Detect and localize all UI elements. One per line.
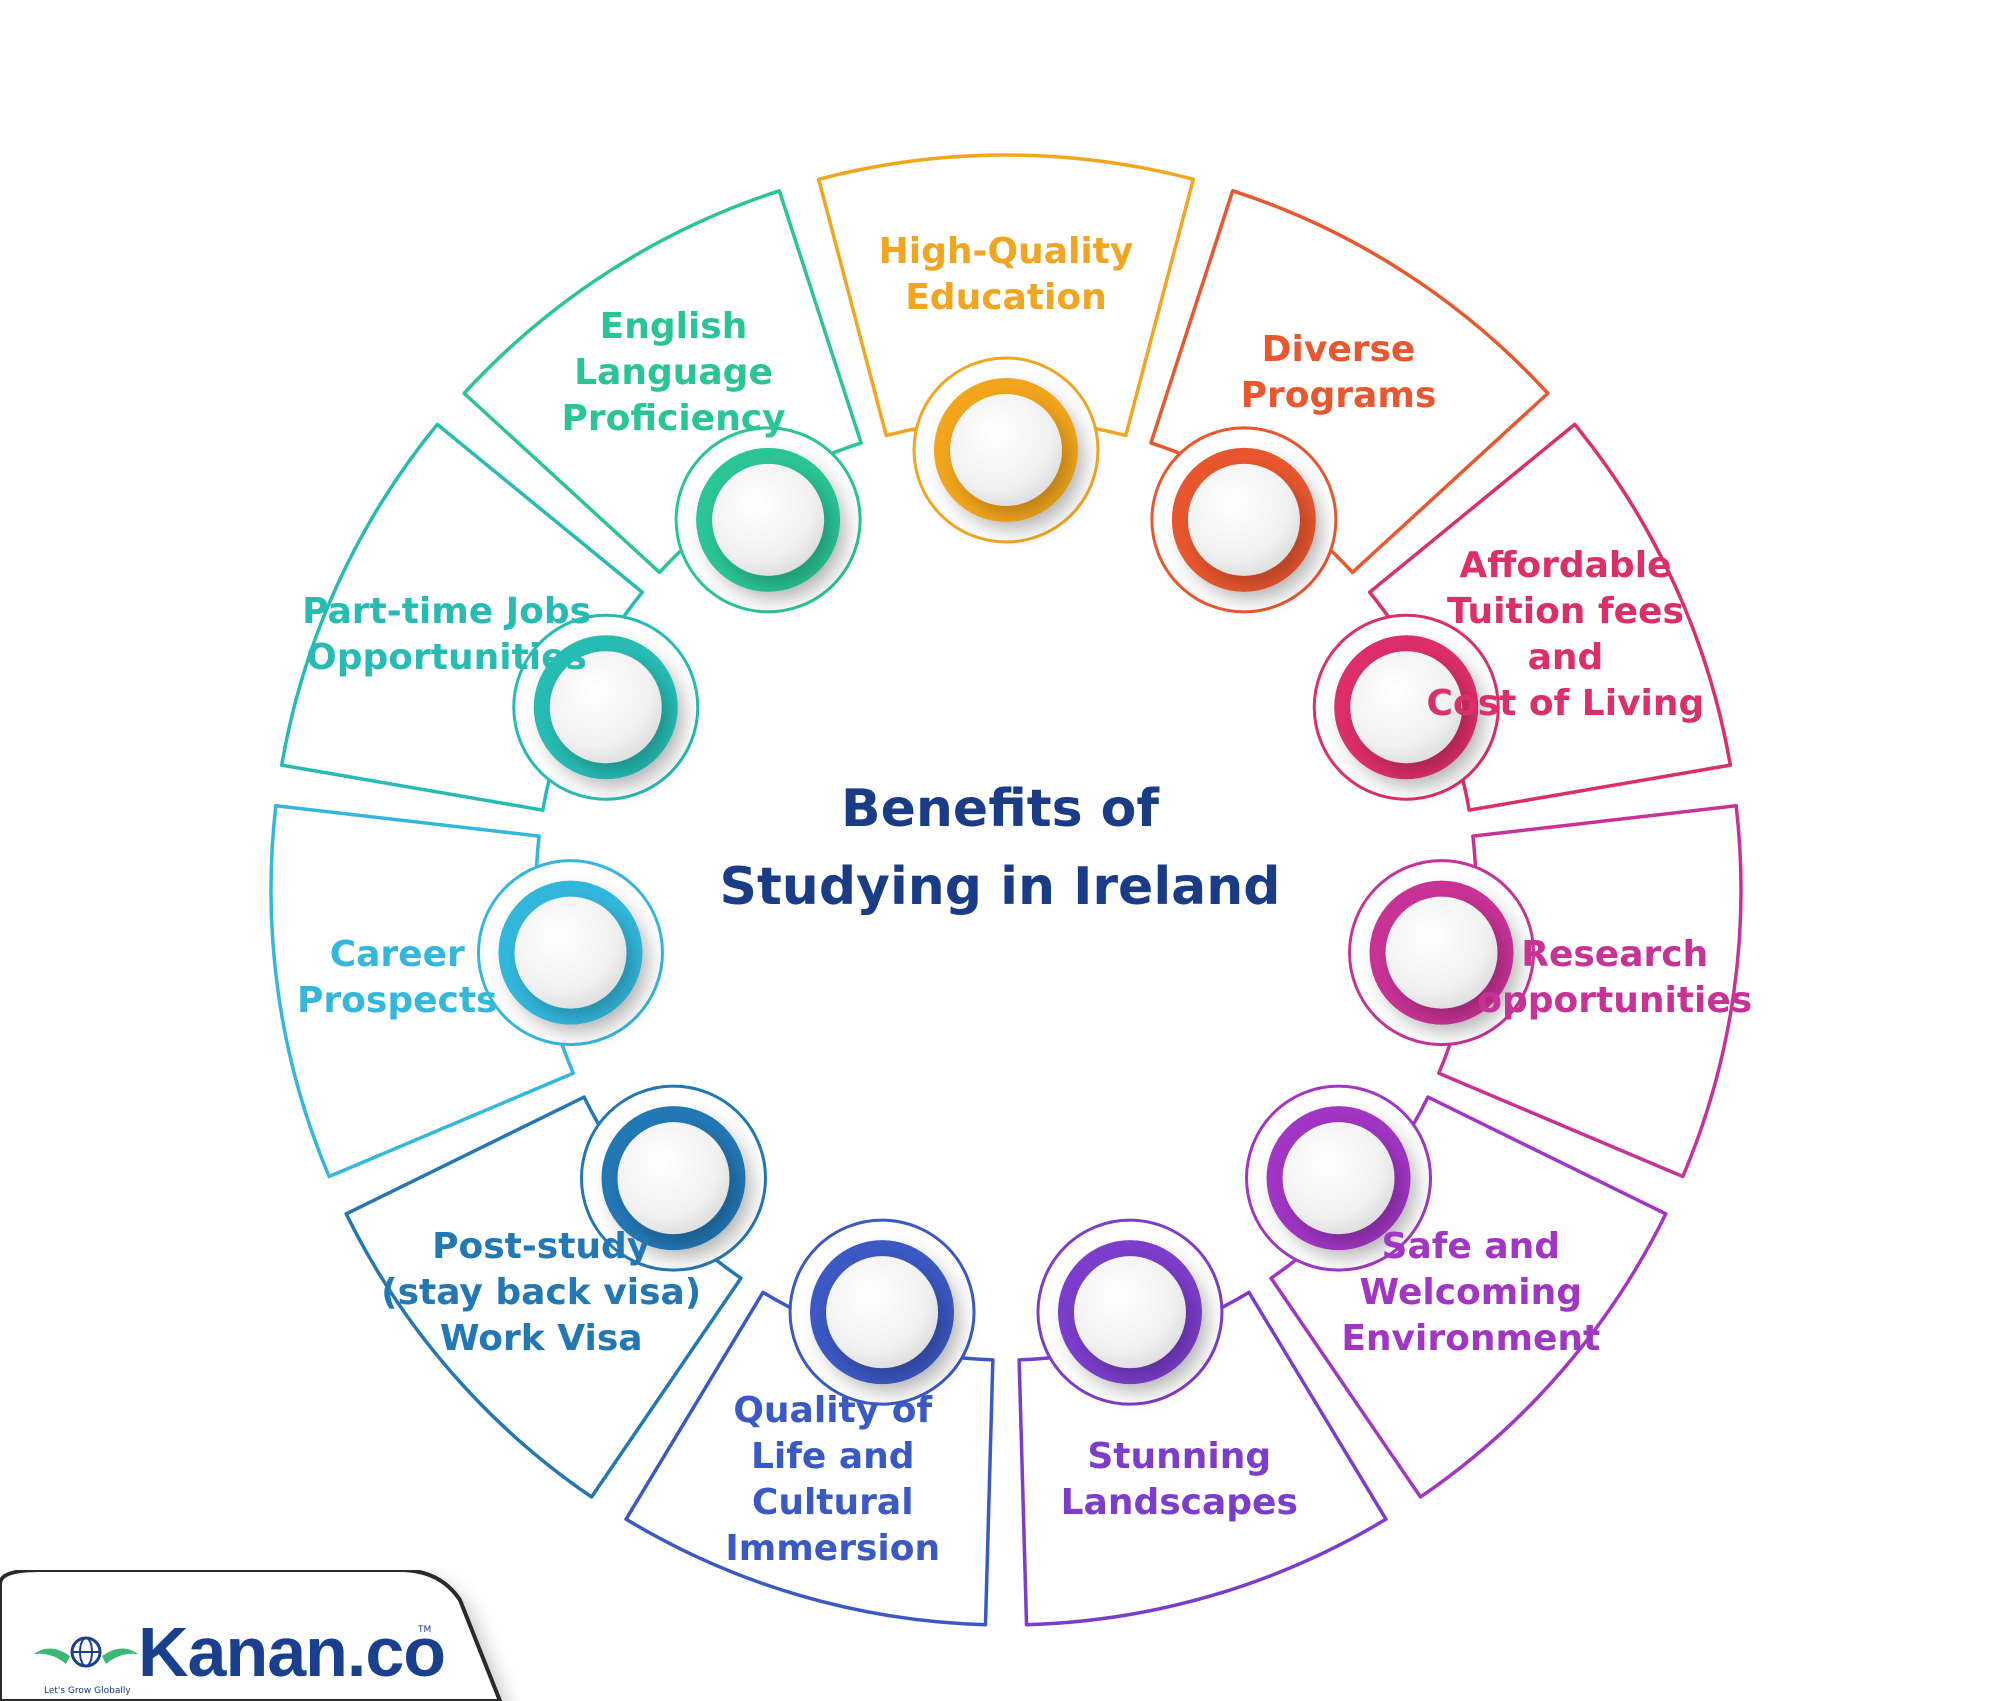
segment-label-2: Diverse Programs bbox=[1240, 328, 1437, 416]
segment-label-7: Quality of Life and Cultural Immersion bbox=[725, 1390, 941, 1570]
segment-ring-8 bbox=[579, 1084, 767, 1272]
brand-tagline: Let's Grow Globally bbox=[44, 1686, 131, 1696]
logo-badge bbox=[0, 1570, 520, 1701]
segment-ring-5 bbox=[1245, 1084, 1433, 1272]
trademark-mark: TM bbox=[418, 1625, 432, 1635]
segment-label-11: English Language Proficiency bbox=[561, 305, 786, 439]
segment-ring-7 bbox=[788, 1218, 976, 1406]
segment-label-5: Safe and Welcoming Environment bbox=[1341, 1225, 1601, 1359]
brand-name: Kanan.co bbox=[138, 1613, 446, 1691]
segment-label-10: Part-time Jobs Opportunities bbox=[302, 590, 592, 678]
segment-ring-6 bbox=[1036, 1218, 1224, 1406]
segment-label-3: Affordable Tuition fees and Cost of Livi… bbox=[1426, 544, 1705, 724]
segment-ring-1 bbox=[912, 356, 1100, 544]
globe-wings-icon bbox=[34, 1636, 138, 1668]
rings-layer bbox=[476, 356, 1536, 1406]
segment-ring-11 bbox=[674, 426, 862, 614]
segment-label-9: Career Prospects bbox=[297, 933, 498, 1021]
diagram-title: Benefits of Studying in Ireland bbox=[719, 779, 1281, 917]
segment-ring-10 bbox=[512, 613, 700, 801]
segment-label-4: Research opportunities bbox=[1477, 933, 1753, 1021]
segment-ring-3 bbox=[1312, 613, 1500, 801]
segment-ring-4 bbox=[1348, 859, 1536, 1047]
segment-ring-2 bbox=[1150, 426, 1338, 614]
segment-label-6: Stunning Landscapes bbox=[1060, 1436, 1298, 1524]
segment-label-8: Post-study (stay back visa) Work Visa bbox=[381, 1225, 702, 1359]
segment-ring-9 bbox=[476, 859, 664, 1047]
segment-label-1: High-Quality Education bbox=[878, 231, 1134, 318]
